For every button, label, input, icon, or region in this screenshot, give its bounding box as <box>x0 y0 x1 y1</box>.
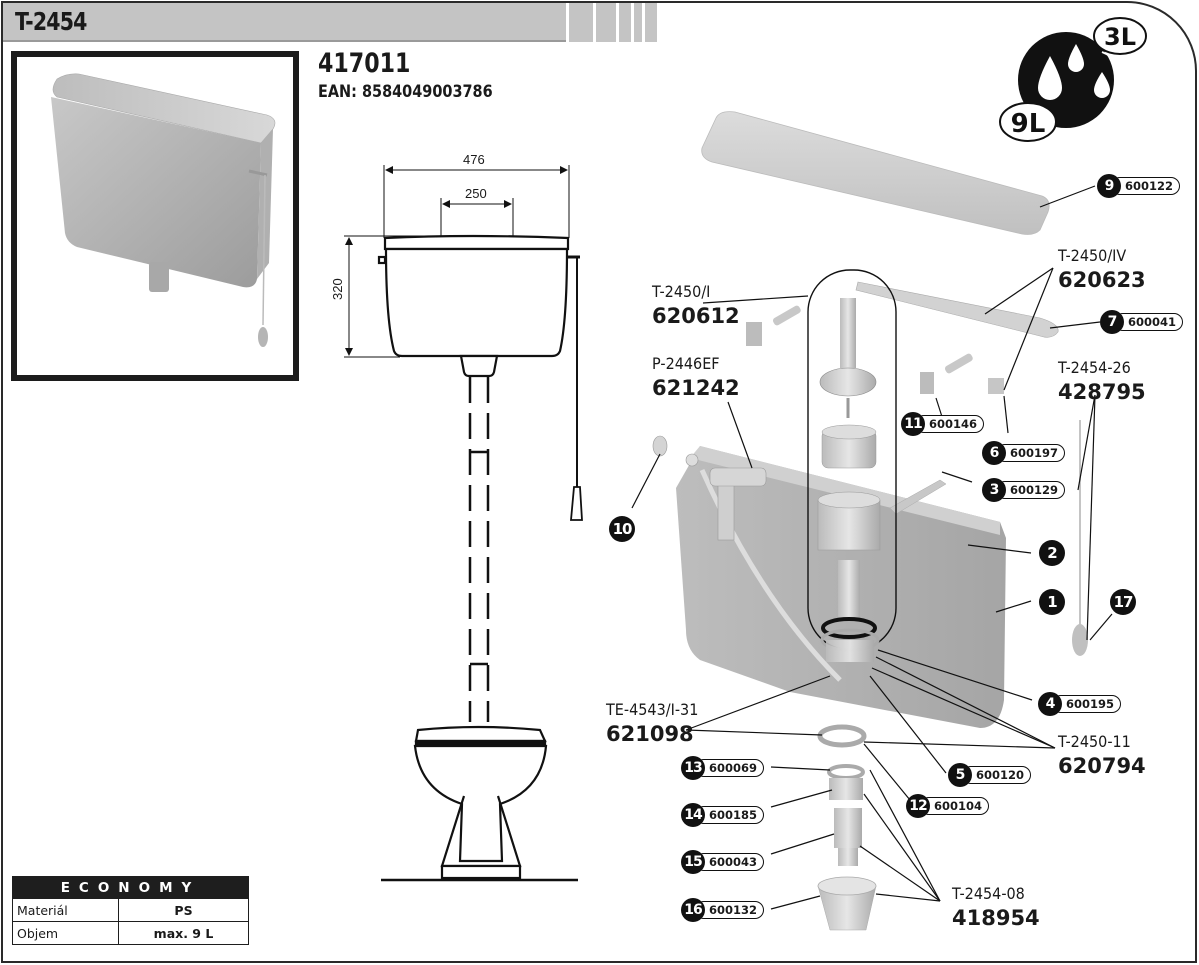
dimension-height-label: 320 <box>330 278 345 300</box>
spec-label: Materiál <box>12 898 119 922</box>
assembly-code: 620794 <box>1058 754 1146 778</box>
part-code: 600185 <box>695 806 765 824</box>
part-number: 7 <box>1100 310 1124 334</box>
flush-valve-parts <box>817 298 881 639</box>
title-stripe <box>596 3 616 42</box>
part-callout-15: 15 600043 <box>681 850 765 874</box>
spec-row-material: Materiál PS <box>12 898 249 922</box>
assembly-code: 621098 <box>606 722 694 746</box>
part-code: 600129 <box>996 481 1066 499</box>
product-photo-frame <box>11 51 299 381</box>
assembly-name: T-2454-08 <box>952 884 1025 903</box>
cistern-product-image <box>51 73 276 347</box>
title-stripe <box>634 3 642 42</box>
assembly-code: 620612 <box>652 304 740 328</box>
pull-handle <box>1072 624 1088 656</box>
flush-lever <box>855 281 1059 338</box>
title-stripe <box>645 3 657 42</box>
part-code: 600146 <box>915 415 985 433</box>
flush-pipe <box>468 377 490 722</box>
title-bar: T-2454 <box>3 3 566 42</box>
cistern-lid <box>701 111 1050 235</box>
water-drop-small-icon <box>1094 72 1110 98</box>
part-callout-16: 16 600132 <box>681 898 765 922</box>
part-number: 6 <box>982 441 1006 465</box>
dimension-spacing-label: 250 <box>465 186 487 201</box>
part-code: 600195 <box>1052 695 1122 713</box>
part-badge-10: 10 <box>609 516 635 542</box>
assembly-name: T-2450-11 <box>1058 732 1131 751</box>
part-code: 600197 <box>996 444 1066 462</box>
part-badge-2: 2 <box>1039 540 1065 566</box>
assembly-code: 621242 <box>652 376 740 400</box>
product-code: 417011 <box>318 48 411 79</box>
part-badge-17: 17 <box>1110 589 1136 615</box>
spec-table: ECONOMY Materiál PS Objem max. 9 L <box>12 876 249 945</box>
part-number: 11 <box>901 412 925 436</box>
dimension-width-label: 476 <box>463 152 485 167</box>
part-callout-12: 12 600104 <box>906 794 990 818</box>
outlet-parts <box>817 628 880 931</box>
assembly-code: 418954 <box>952 906 1040 930</box>
part-callout-3: 3 600129 <box>982 478 1066 502</box>
part-number: 3 <box>982 478 1006 502</box>
part-code: 600043 <box>695 853 765 871</box>
fill-valve <box>685 453 767 541</box>
spec-value: PS <box>118 898 249 922</box>
water-drop-large-icon <box>1038 56 1062 100</box>
product-ean: EAN: 8584049003786 <box>318 82 493 102</box>
cistern-outline <box>377 234 583 521</box>
spec-table-title: ECONOMY <box>12 876 249 899</box>
part-badge-1: 1 <box>1039 589 1065 615</box>
part-number: 9 <box>1097 174 1121 198</box>
assembly-name: TE-4543/I-31 <box>606 700 699 719</box>
assembly-code: 428795 <box>1058 380 1146 404</box>
part-callout-13: 13 600069 <box>681 756 765 780</box>
flush-disc-icon <box>1018 32 1114 128</box>
small-flush-volume: 3L <box>1104 23 1136 51</box>
toilet-bowl-outline <box>381 725 578 882</box>
rubber-ring-part <box>652 435 668 457</box>
inner-cover-part <box>889 479 947 515</box>
spec-row-volume: Objem max. 9 L <box>12 921 249 945</box>
spec-label: Objem <box>12 921 119 945</box>
large-flush-volume: 9L <box>1011 109 1046 139</box>
part-number: 12 <box>906 794 930 818</box>
part-code: 600069 <box>695 759 765 777</box>
water-drop-medium-icon <box>1068 44 1084 72</box>
part-number: 16 <box>681 898 705 922</box>
leader-lines <box>631 185 1113 910</box>
assembly-name: T-2450/IV <box>1058 246 1127 265</box>
part-code: 600122 <box>1111 177 1181 195</box>
part-number: 13 <box>681 756 705 780</box>
part-code: 600104 <box>920 797 990 815</box>
assembly-name: T-2450/I <box>652 282 711 301</box>
assembly-code: 620623 <box>1058 268 1146 292</box>
part-number: 14 <box>681 803 705 827</box>
part-callout-4: 4 600195 <box>1038 692 1122 716</box>
title-stripe <box>569 3 593 42</box>
wall-bracket-parts <box>746 305 1004 394</box>
part-code: 600132 <box>695 901 765 919</box>
assembly-name: T-2454-26 <box>1058 358 1131 377</box>
part-number: 5 <box>948 763 972 787</box>
page-title: T-2454 <box>15 7 87 36</box>
part-callout-14: 14 600185 <box>681 803 765 827</box>
part-callout-11: 11 600146 <box>901 412 985 436</box>
assembly-name: P-2446EF <box>652 354 720 373</box>
part-callout-9: 9 600122 <box>1097 174 1181 198</box>
part-number: 4 <box>1038 692 1062 716</box>
part-callout-6: 6 600197 <box>982 441 1066 465</box>
spec-value: max. 9 L <box>118 921 249 945</box>
dual-flush-icon: 3L 9L <box>998 8 1158 148</box>
title-stripe <box>619 3 631 42</box>
part-code: 600120 <box>962 766 1032 784</box>
part-callout-7: 7 600041 <box>1100 310 1184 334</box>
part-callout-5: 5 600120 <box>948 763 1032 787</box>
part-number: 15 <box>681 850 705 874</box>
part-code: 600041 <box>1114 313 1184 331</box>
